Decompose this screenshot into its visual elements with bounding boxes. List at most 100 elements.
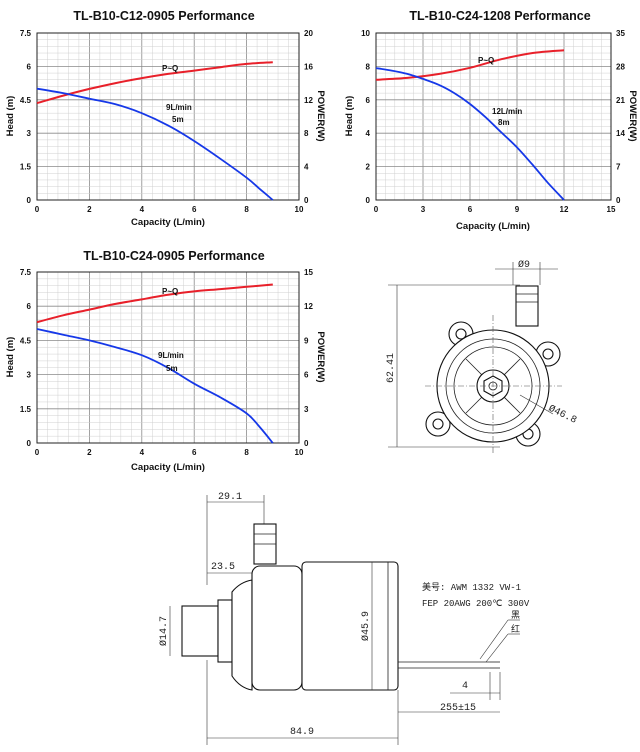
x-tick-label: 0	[35, 205, 40, 214]
x-tick-label: 8	[244, 205, 249, 214]
y2-tick-label: 3	[304, 405, 309, 414]
dim-total-length: 84.9	[290, 727, 314, 738]
y2-tick-label: 20	[304, 29, 313, 38]
plot-frame	[36, 32, 300, 201]
y2-tick-label: 16	[304, 62, 313, 71]
chart-series	[36, 61, 274, 201]
dim-inlet-diameter: Ø14.7	[158, 616, 170, 646]
wire-color-label-2: 红	[511, 623, 520, 635]
y-tick-label: 0	[27, 196, 32, 205]
x-tick-label: 12	[560, 205, 569, 214]
power-curve	[36, 61, 273, 105]
y-tick-label: 4	[366, 129, 371, 138]
plot-frame	[375, 32, 612, 201]
x-tick-labels: 0 3 6 9 12 15	[374, 205, 616, 214]
y-tick-labels: 01.534.567.5	[20, 29, 32, 205]
y2-tick-label: 6	[304, 371, 309, 380]
y2-tick-label: 12	[304, 302, 313, 311]
dim-outlet-offset: 29.1	[218, 492, 242, 503]
y-tick-labels: 01.534.567.5	[20, 268, 32, 448]
y-tick-label: 10	[361, 29, 370, 38]
x-axis-label: Capacity (L/min)	[131, 462, 205, 473]
pq-curve-label: P~Q	[478, 56, 494, 65]
chart-title: TL-B10-C24-1208 Performance	[409, 9, 590, 23]
dim-body-diameter: Ø45.9	[360, 611, 372, 641]
y-tick-label: 2	[366, 163, 371, 172]
y-tick-label: 0	[27, 439, 32, 448]
outlet-nozzle	[515, 285, 539, 327]
x-tick-label: 0	[374, 205, 379, 214]
chart-grid	[36, 32, 300, 201]
rated-flow-label: 9L/min	[158, 351, 184, 360]
y2-tick-label: 15	[304, 268, 313, 277]
y-tick-label: 1.5	[20, 405, 32, 414]
wire-color-label-1: 黑	[511, 610, 520, 621]
x-axis-label: Capacity (L/min)	[456, 221, 530, 232]
x-tick-label: 6	[468, 205, 473, 214]
chart-title: TL-B10-C24-0905 Performance	[83, 249, 264, 263]
y2-tick-label: 12	[304, 96, 313, 105]
pq-curve-label: P~Q	[162, 64, 178, 73]
rated-head-label: 8m	[498, 118, 510, 127]
chart-title: TL-B10-C12-0905 Performance	[73, 9, 254, 23]
wire-leader	[485, 633, 509, 663]
y2-axis-label: POWER(W)	[315, 90, 326, 141]
y-tick-label: 8	[366, 62, 371, 71]
y2-tick-label: 7	[616, 163, 621, 172]
inlet-collar	[217, 599, 233, 663]
wire-spec-note-1: 美号: AWM 1332 VW-1	[422, 581, 521, 593]
y2-tick-label: 0	[304, 439, 309, 448]
x-tick-label: 4	[140, 205, 145, 214]
y-tick-label: 6	[366, 96, 371, 105]
chart-grid	[36, 271, 300, 444]
y2-tick-label: 21	[616, 96, 625, 105]
y2-tick-label: 8	[304, 129, 309, 138]
y2-tick-label: 28	[616, 62, 625, 71]
rated-flow-label: 12L/min	[492, 107, 522, 116]
x-tick-label: 10	[295, 205, 304, 214]
y-tick-label: 3	[27, 371, 32, 380]
wire-leader	[479, 619, 509, 660]
chart-series	[36, 283, 274, 444]
plot-frame	[36, 271, 300, 444]
x-tick-label: 2	[87, 205, 92, 214]
x-tick-label: 10	[295, 448, 304, 457]
y2-tick-label: 35	[616, 29, 625, 38]
y2-tick-label: 9	[304, 336, 309, 345]
dim-overall-height: 62.41	[386, 353, 397, 383]
front-view-drawing: Ø9 62.41 Ø46.8	[386, 259, 578, 455]
y-axis-label: Head (m)	[5, 337, 16, 378]
chart-tl-b10-c24-1208: TL-B10-C24-1208 Performance 0 3 6 9 12 15 0 2 4…	[344, 9, 638, 232]
y2-tick-label: 14	[616, 129, 625, 138]
head-curve	[36, 87, 274, 201]
x-tick-label: 15	[607, 205, 616, 214]
y-tick-label: 0	[366, 196, 371, 205]
dim-wire-strip: 4	[462, 681, 468, 692]
head-curve	[36, 328, 274, 444]
x-tick-label: 2	[87, 448, 92, 457]
x-tick-label: 0	[35, 448, 40, 457]
x-tick-label: 9	[515, 205, 520, 214]
pq-curve-label: P~Q	[162, 287, 178, 296]
y-tick-label: 4.5	[20, 96, 32, 105]
power-curve	[375, 49, 565, 81]
x-tick-label: 8	[244, 448, 249, 457]
x-axis-label: Capacity (L/min)	[131, 217, 205, 228]
dim-body-diameter: Ø46.8	[546, 403, 578, 427]
x-tick-label: 6	[192, 448, 197, 457]
x-tick-label: 3	[421, 205, 426, 214]
dim-outlet-diameter: Ø9	[518, 259, 530, 271]
y2-axis-label: POWER(W)	[315, 331, 326, 382]
y-tick-label: 7.5	[20, 268, 32, 277]
y-axis-label: Head (m)	[5, 96, 16, 137]
dim-leader	[519, 394, 554, 415]
volute-flange	[231, 579, 253, 691]
rated-head-label: 5m	[172, 115, 184, 124]
y-tick-labels: 0 2 4 6 8 10	[361, 29, 370, 205]
y-tick-label: 7.5	[20, 29, 32, 38]
